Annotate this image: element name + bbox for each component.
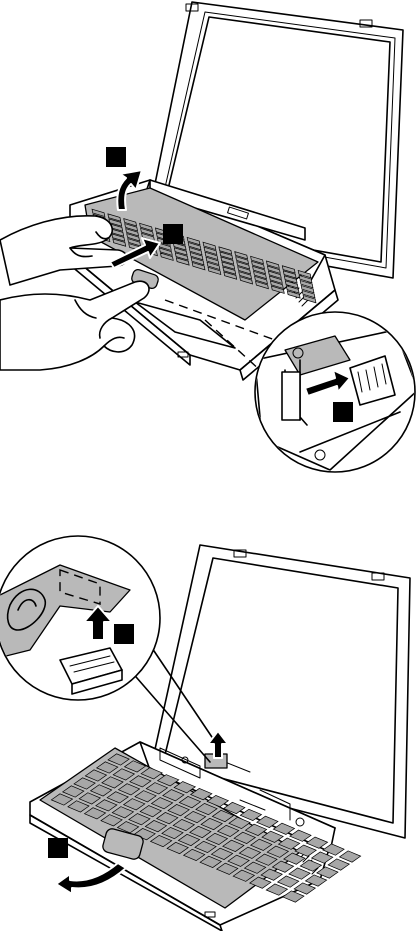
step-marker (163, 224, 183, 244)
keyboard-key (339, 851, 360, 862)
step-marker (114, 624, 134, 644)
step-marker (48, 838, 68, 858)
callout-circle-connector (255, 312, 418, 472)
step-marker (106, 147, 126, 167)
keyboard-key (328, 859, 349, 870)
figure-cable-disconnect-step (0, 536, 410, 931)
tilt-keyboard-arrow (56, 863, 126, 894)
step-marker (333, 402, 353, 422)
figure-keyboard-lift-step (0, 2, 418, 472)
